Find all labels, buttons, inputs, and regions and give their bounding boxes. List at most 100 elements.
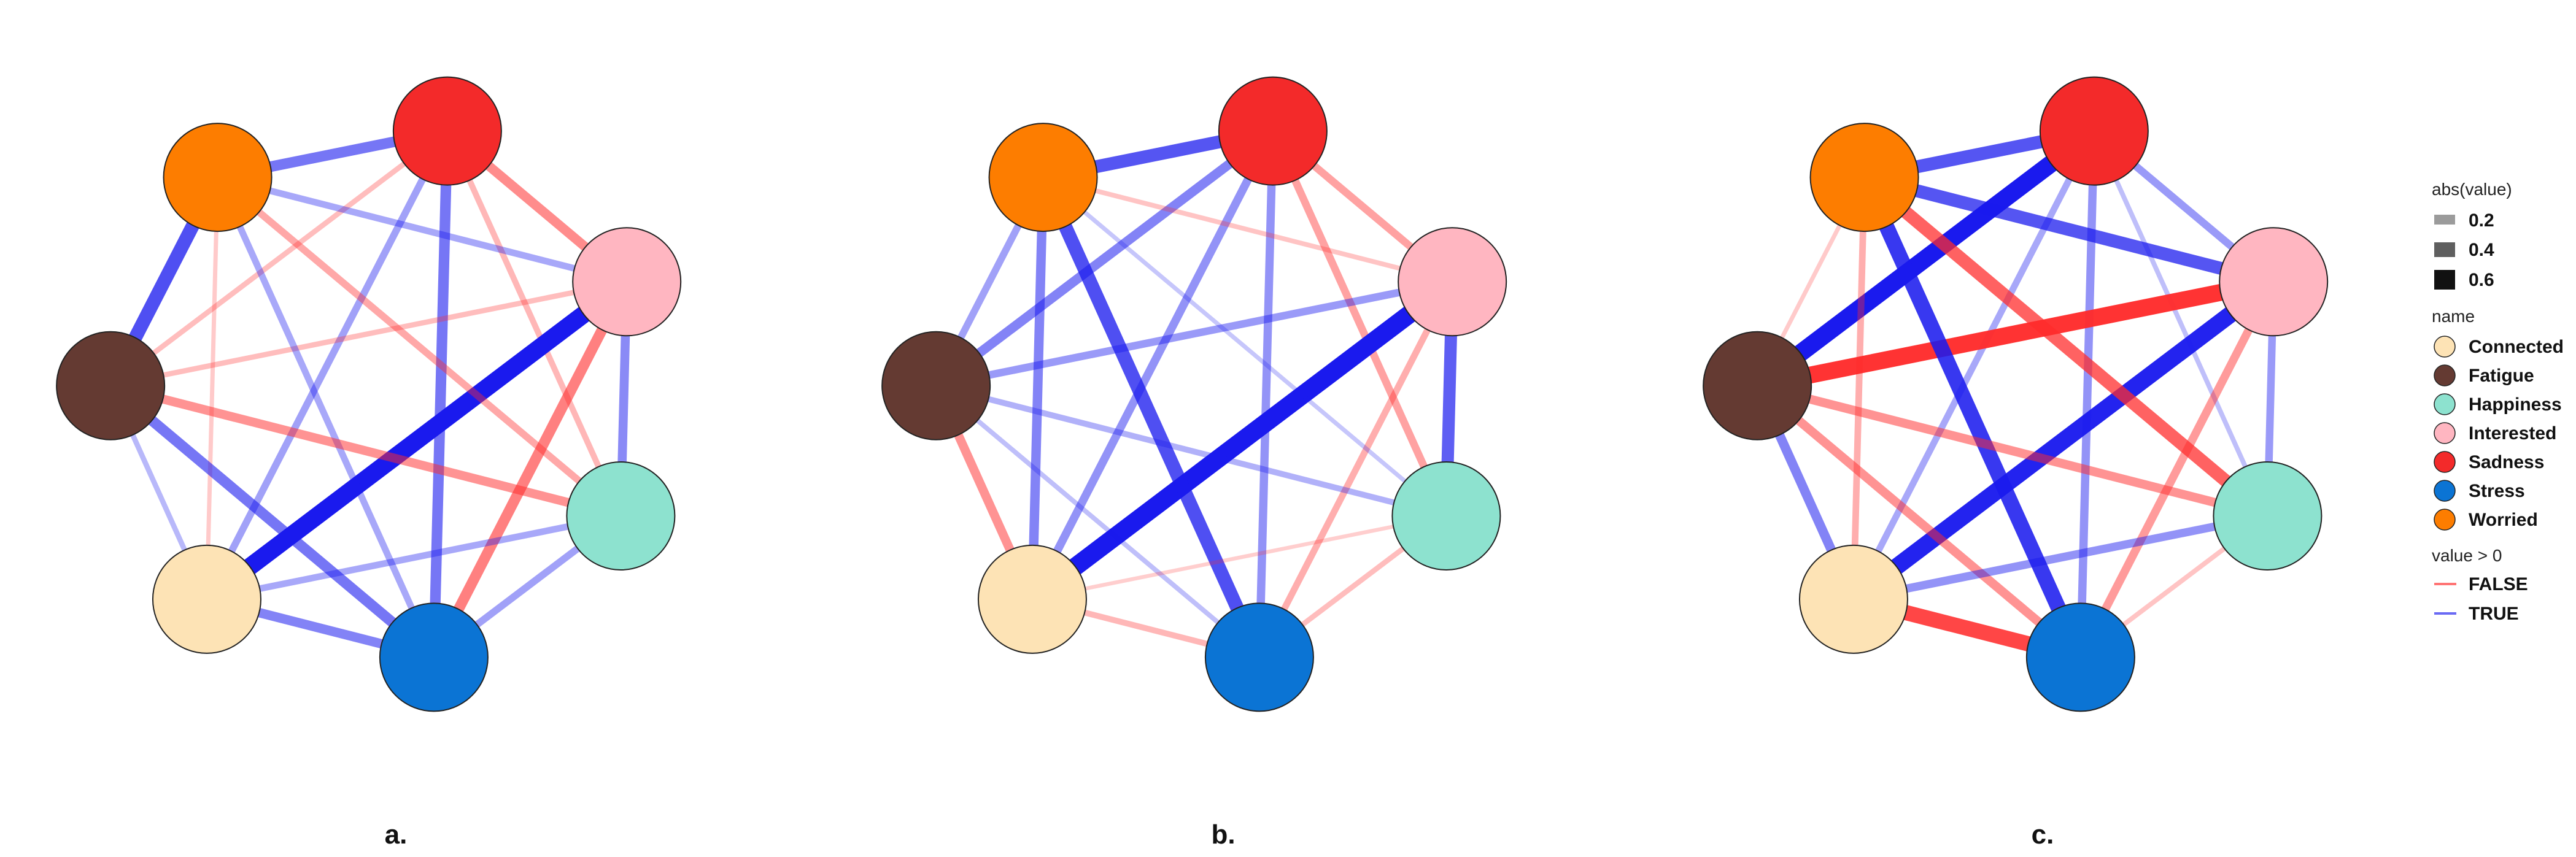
legend-color-swatch-interested	[2434, 422, 2456, 444]
edge-worried-happiness	[1860, 172, 2272, 521]
legend-color-label-happiness: Happiness	[2469, 394, 2562, 415]
edge-interested-stress	[1256, 280, 1455, 659]
edge-worried-connected	[204, 177, 220, 599]
panel-a: a.	[56, 76, 682, 850]
edge-worried-stress	[1037, 174, 1266, 660]
panel-b-nodes	[881, 76, 1507, 712]
edge-sadness-stress	[2076, 131, 2098, 658]
edge-sadness-happiness	[444, 129, 624, 517]
edge-interested-fatigue	[1755, 273, 2275, 394]
edge-interested-worried	[217, 174, 628, 285]
legend-size-label-0.6: 0.6	[2469, 270, 2494, 290]
panel-c-nodes	[1703, 76, 2329, 712]
edge-worried-happiness	[1042, 175, 1448, 518]
legend-color-swatch-happiness	[2434, 393, 2456, 415]
edge-happiness-connected	[1852, 512, 2269, 604]
node-sadness	[1218, 76, 1328, 186]
legend-size-title: abs(value)	[2432, 180, 2512, 199]
node-fatigue	[881, 331, 991, 440]
edge-worried-connected	[1027, 177, 1048, 600]
node-stress	[2025, 602, 2135, 712]
edge-worried-happiness	[215, 174, 624, 519]
legend-color-label-fatigue: Fatigue	[2469, 366, 2534, 386]
edge-interested-fatigue	[935, 278, 1453, 390]
edge-interested-stress	[2076, 280, 2278, 659]
legend-sign-title: value > 0	[2432, 546, 2502, 565]
edge-sadness-happiness	[1269, 129, 1450, 518]
edge-sadness-connected	[1028, 129, 1277, 601]
edge-sadness-fatigue	[109, 129, 449, 388]
edge-interested-connected	[1026, 274, 1458, 607]
panel-b-label: b.	[1211, 820, 1235, 850]
node-happiness	[566, 461, 676, 571]
node-sadness	[2039, 76, 2149, 186]
legend-size-label-0.2: 0.2	[2469, 210, 2494, 231]
node-fatigue	[56, 331, 166, 440]
edge-interested-connected	[1848, 275, 2279, 606]
legend-color-label-stress: Stress	[2469, 481, 2525, 501]
legend-color-label-sadness: Sadness	[2469, 452, 2544, 472]
node-connected	[152, 544, 261, 654]
edge-interested-fatigue	[110, 279, 628, 388]
node-fatigue	[1703, 331, 1812, 440]
node-stress	[1204, 602, 1314, 712]
edge-sadness-stress	[428, 131, 453, 658]
legend-color-swatch-worried	[2434, 509, 2456, 531]
legend-sign-label-true: TRUE	[2469, 604, 2519, 624]
panel-a-nodes	[56, 76, 682, 712]
edge-worried-connected	[1850, 177, 1868, 600]
edge-interested-worried	[1042, 175, 1453, 285]
edge-sadness-fatigue	[1752, 124, 2100, 393]
legend-color-swatch-connected	[2434, 336, 2456, 358]
node-sadness	[392, 76, 502, 186]
node-happiness	[2213, 461, 2323, 571]
legend-size-swatch-0.6	[2434, 270, 2455, 290]
legend-color-label-worried: Worried	[2469, 510, 2538, 530]
edge-worried-stress	[1857, 174, 2088, 661]
edge-fatigue-happiness	[935, 383, 1447, 519]
edge-fatigue-stress	[107, 382, 438, 661]
edge-happiness-connected	[206, 512, 622, 603]
node-worried	[988, 123, 1098, 233]
legend-color-swatch-fatigue	[2434, 364, 2456, 386]
edge-sadness-happiness	[2092, 130, 2270, 517]
legend-size-label-0.4: 0.4	[2469, 240, 2494, 260]
edge-sadness-stress	[1255, 131, 1277, 658]
legend-color-label-connected: Connected	[2469, 337, 2564, 357]
panel-a-label: a.	[385, 820, 408, 850]
node-happiness	[1391, 461, 1501, 571]
node-connected	[977, 544, 1087, 654]
edge-fatigue-stress	[1754, 382, 2084, 661]
edge-fatigue-stress	[934, 383, 1261, 659]
legend-color-title: name	[2432, 307, 2475, 326]
edge-interested-worried	[1862, 171, 2275, 288]
legend-color-label-interested: Interested	[2469, 423, 2556, 444]
node-interested	[1398, 227, 1507, 337]
node-interested	[572, 227, 682, 337]
edge-fatigue-happiness	[1756, 381, 2269, 521]
node-worried	[163, 123, 273, 233]
node-interested	[2219, 227, 2329, 337]
node-stress	[379, 602, 489, 712]
edge-happiness-connected	[1032, 513, 1447, 601]
panel-b: b.	[881, 76, 1507, 850]
node-connected	[1798, 544, 1908, 654]
edge-interested-connected	[201, 274, 632, 607]
panel-c: c.	[1703, 76, 2329, 850]
edge-sadness-connected	[203, 129, 451, 601]
legend-size-swatch-0.4	[2434, 242, 2455, 257]
edge-fatigue-happiness	[109, 381, 622, 521]
panel-c-label: c.	[2032, 820, 2054, 850]
legend-color-items: ConnectedFatigueHappinessInterestedSadne…	[2434, 336, 2564, 531]
legend-size-swatch-0.2	[2434, 215, 2455, 225]
edge-sadness-fatigue	[933, 127, 1276, 390]
edge-sadness-connected	[1851, 129, 2097, 601]
node-worried	[1809, 123, 1919, 233]
edge-interested-stress	[429, 279, 632, 660]
edge-worried-stress	[214, 175, 437, 659]
legend-sign-label-false: FALSE	[2469, 574, 2528, 594]
legend-color-swatch-sadness	[2434, 451, 2456, 473]
legend-color-swatch-stress	[2434, 480, 2456, 502]
legend: abs(value) 0.2 0.4 0.6 name ConnectedFat…	[2432, 180, 2564, 624]
